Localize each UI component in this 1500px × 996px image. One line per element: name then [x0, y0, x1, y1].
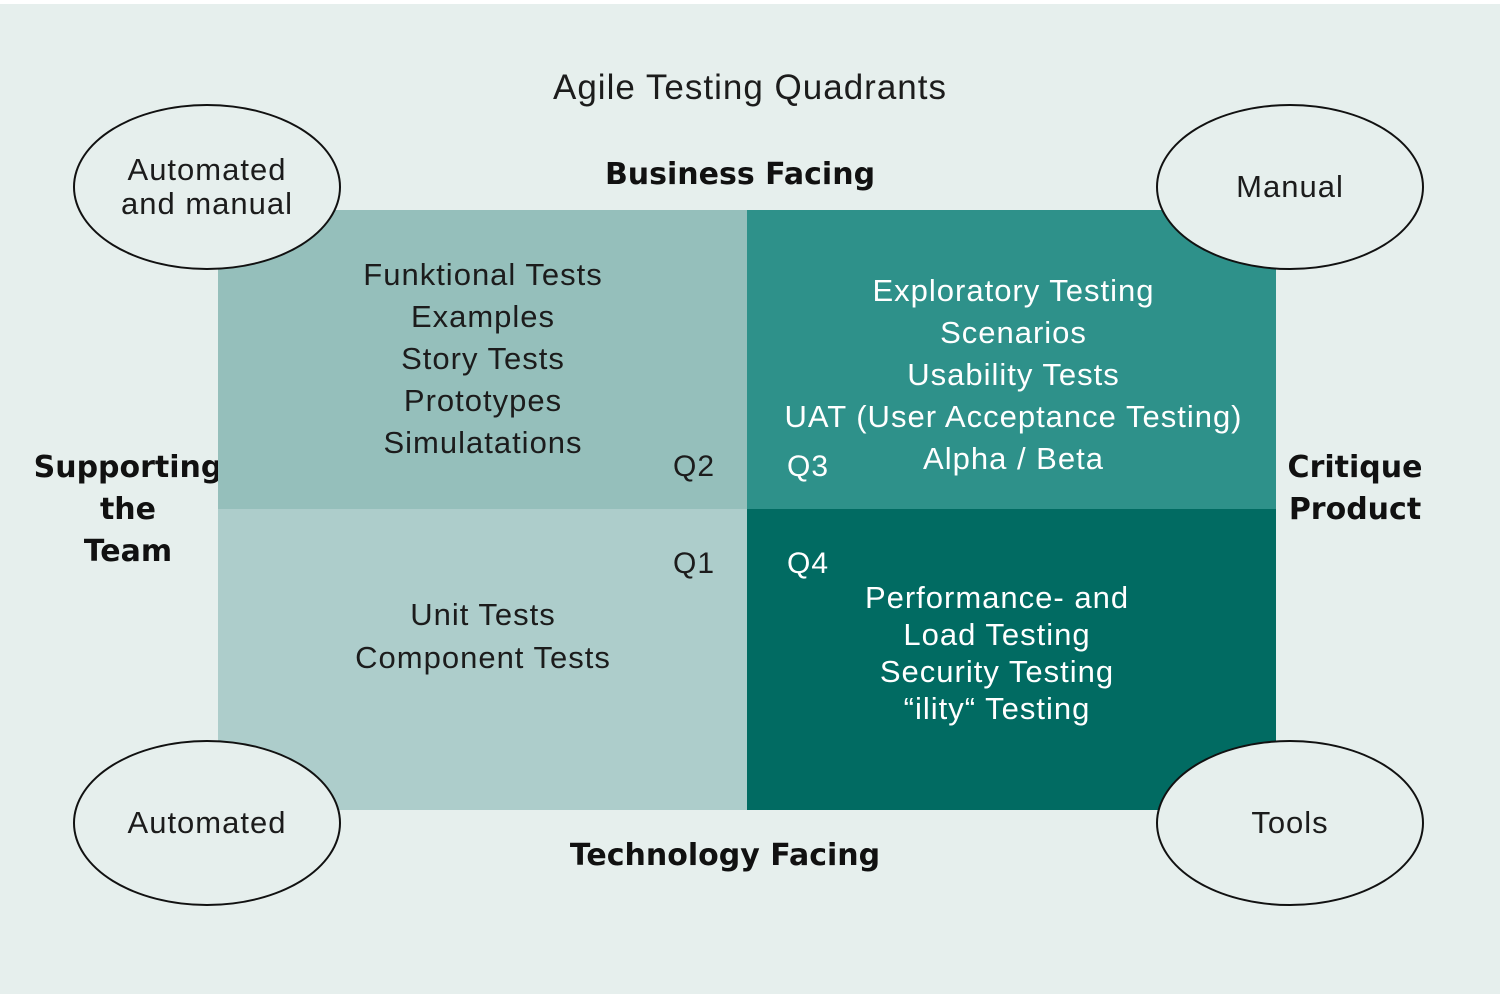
quadrant-item: Scenarios — [940, 315, 1087, 350]
axis-label-business-facing: Business Facing — [604, 157, 876, 192]
axis-label-critique-product: Critique Product — [1255, 447, 1455, 531]
axis-label-technology-facing: Technology Facing — [569, 838, 881, 873]
quadrant-q4: Q4 Performance- and Load Testing Securit… — [747, 509, 1276, 810]
quadrant-q2-label: Q2 — [673, 450, 716, 483]
quadrant-q1: Q1 Unit Tests Component Tests — [218, 509, 747, 810]
quadrant-item: Examples — [410, 299, 556, 334]
corner-ellipse-manual: Manual — [1156, 104, 1424, 270]
quadrant-item: “ility“ Testing — [903, 691, 1091, 726]
diagram-title: Agile Testing Quadrants — [553, 68, 947, 107]
corner-ellipse-tools: Tools — [1156, 740, 1424, 906]
quadrant-q4-label: Q4 — [787, 547, 830, 580]
axis-label-supporting-the-team: Supporting the Team — [28, 447, 228, 573]
quadrant-item: Load Testing — [903, 617, 1091, 652]
quadrant-item: Exploratory Testing — [872, 273, 1155, 308]
axis-left-line: Supporting — [33, 450, 223, 485]
quadrant-item: Prototypes — [403, 383, 563, 418]
quadrant-q2-items: Funktional Tests Examples Story Tests Pr… — [248, 254, 718, 464]
quadrant-item: Story Tests — [401, 341, 565, 376]
quadrant-q4-items: Performance- and Load Testing Security T… — [767, 579, 1227, 727]
axis-right-line: Critique — [1287, 450, 1423, 485]
corner-label: Automated — [127, 805, 287, 840]
corner-label: Automated and manual — [120, 152, 293, 221]
quadrant-item: Usability Tests — [907, 357, 1120, 392]
quadrant-item: Component Tests — [355, 640, 611, 675]
quadrant-q3-label: Q3 — [787, 450, 830, 483]
quadrant-q3-items: Exploratory Testing Scenarios Usability … — [767, 270, 1260, 480]
quadrant-item: Alpha / Beta — [923, 441, 1104, 476]
axis-right-line: Product — [1288, 492, 1422, 527]
quadrant-item: Unit Tests — [410, 597, 556, 632]
quadrant-q3: Exploratory Testing Scenarios Usability … — [747, 210, 1276, 509]
quadrant-q1-label: Q1 — [673, 547, 716, 580]
quadrant-item: UAT (User Acceptance Testing) — [784, 399, 1243, 434]
quadrant-q1-items: Unit Tests Component Tests — [248, 593, 718, 679]
quadrant-item: Security Testing — [879, 654, 1115, 689]
axis-left-line: Team — [83, 534, 173, 569]
corner-label: Tools — [1251, 805, 1329, 840]
corner-label: Manual — [1236, 169, 1344, 204]
quadrant-q2: Funktional Tests Examples Story Tests Pr… — [218, 210, 747, 509]
corner-ellipse-automated-and-manual: Automated and manual — [73, 104, 341, 270]
corner-ellipse-automated: Automated — [73, 740, 341, 906]
quadrant-item: Performance- and — [864, 580, 1130, 615]
quadrant-item: Funktional Tests — [363, 257, 603, 292]
axis-left-line: the — [99, 492, 157, 527]
quadrant-item: Simulatations — [383, 425, 583, 460]
